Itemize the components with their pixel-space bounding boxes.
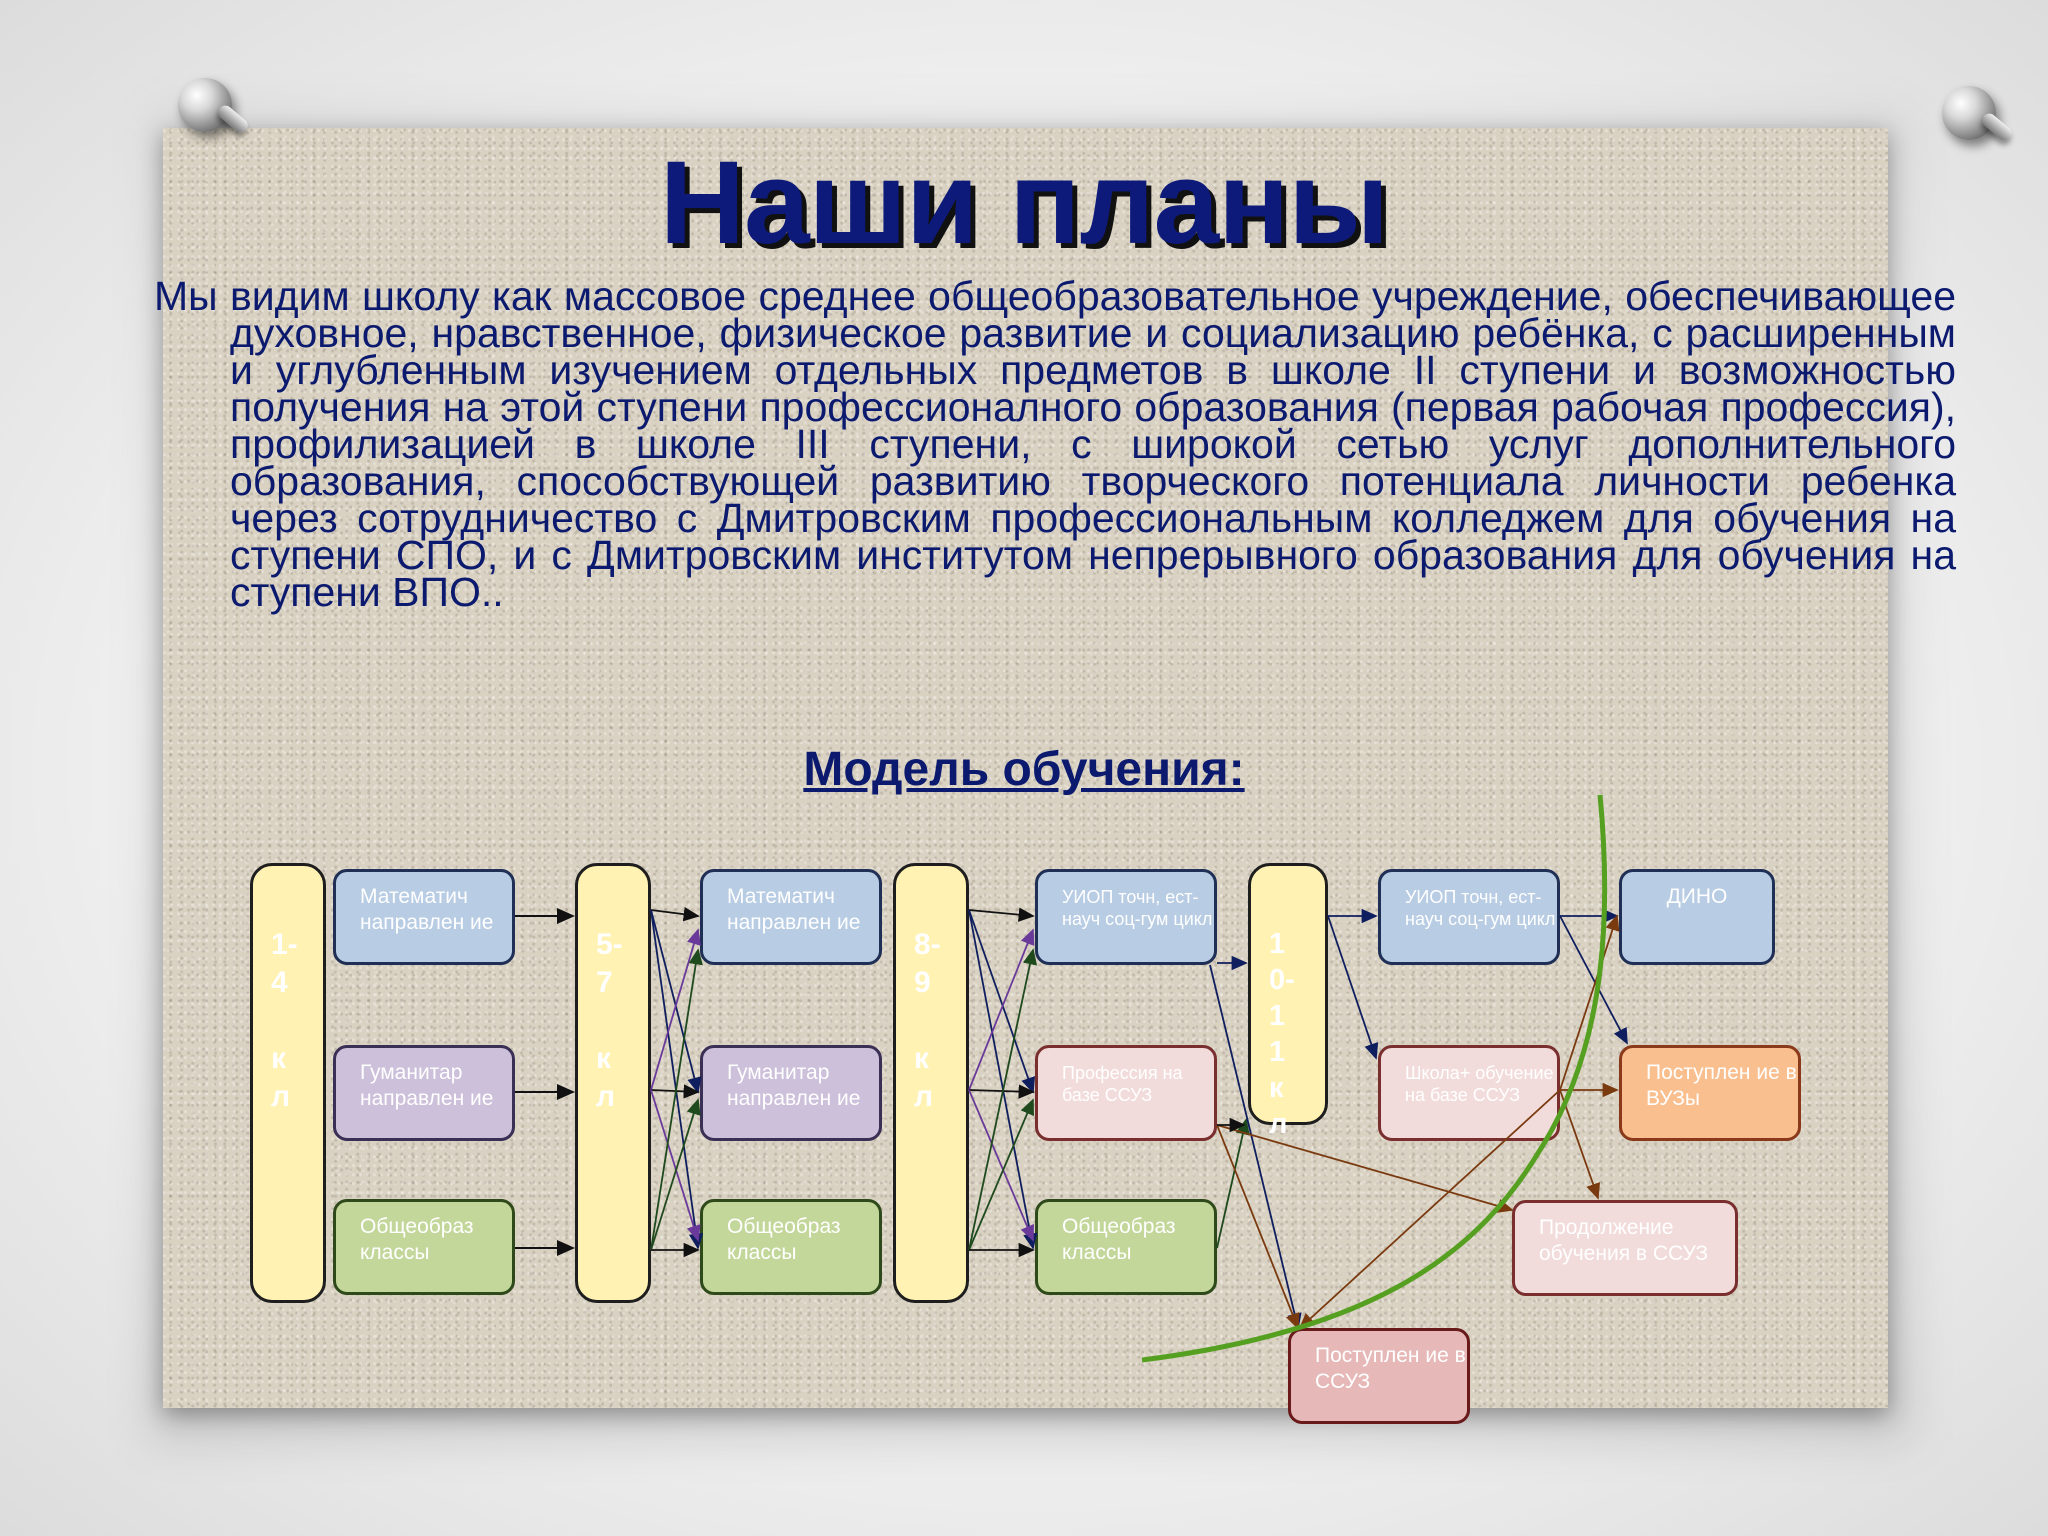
slide-title: Наши планы [659,137,1389,269]
arrow [968,907,1035,922]
arrow [650,909,704,1250]
arrow [968,1098,1034,1251]
node-uiop-1: УИОП точн, ест-науч соц-гум цикл [1035,869,1217,965]
node-humanities-2: Гуманитар направлен ие [700,1045,882,1141]
boundary-curve [1141,794,1608,1363]
node-math-1: Математич направлен ие [333,869,515,965]
arrow [1209,964,1302,1330]
column-grades-10-11: 1 0- 1 1 к л [1248,863,1328,1140]
model-subtitle: Модель обучения: [803,743,1245,796]
arrow [1216,1124,1514,1213]
arrow [650,909,702,1094]
arrow [650,907,700,922]
node-profession-ssuz: Профессия на базе ССУЗ [1035,1045,1217,1141]
column-grades-8-9: 8- 9 к л [893,863,969,1303]
arrow [1559,915,1628,1045]
node-dino: ДИНО [1619,869,1775,965]
arrow [968,909,1038,1250]
column-grades-1-4: 1- 4 к л [250,863,326,1303]
node-university-admission: Поступлен ие в ВУЗы [1619,1045,1801,1141]
pushpin-left-icon [178,78,232,132]
arrow [650,1089,701,1242]
arrow [968,1089,1034,1242]
arrow [968,928,1035,1091]
node-school-plus-ssuz: Школа+ обучение на базе ССУЗ [1378,1045,1560,1141]
arrow [1327,915,1379,1060]
pushpin-right-icon [1942,86,1996,140]
arrow [968,909,1036,1094]
arrow [1559,914,1620,1091]
node-humanities-1: Гуманитар направлен ие [333,1045,515,1141]
arrow [650,948,703,1251]
node-general-1: Общеобраз классы [333,1199,515,1295]
arrow [968,948,1038,1251]
arrow [1216,1118,1250,1249]
node-continue-ssuz: Продолжение обучения в ССУЗ [1512,1200,1738,1296]
arrow [1298,1089,1561,1330]
slide-board [163,128,1888,1408]
intro-paragraph: Мы видим школу как массовое среднее обще… [154,273,1956,615]
node-general-3: Общеобраз классы [1035,1199,1217,1295]
node-math-2: Математич направлен ие [700,869,882,965]
arrow [650,1098,701,1251]
node-ssuz-admission: Поступлен ие в ССУЗ [1288,1328,1470,1424]
arrow [1559,1089,1601,1200]
node-general-2: Общеобраз классы [700,1199,882,1295]
arrow [1216,1124,1300,1330]
arrow [968,1084,1035,1099]
node-uiop-2: УИОП точн, ест-науч соц-гум цикл [1378,869,1560,965]
column-grades-5-7: 5- 7 к л [575,863,651,1303]
arrow [650,1084,700,1099]
